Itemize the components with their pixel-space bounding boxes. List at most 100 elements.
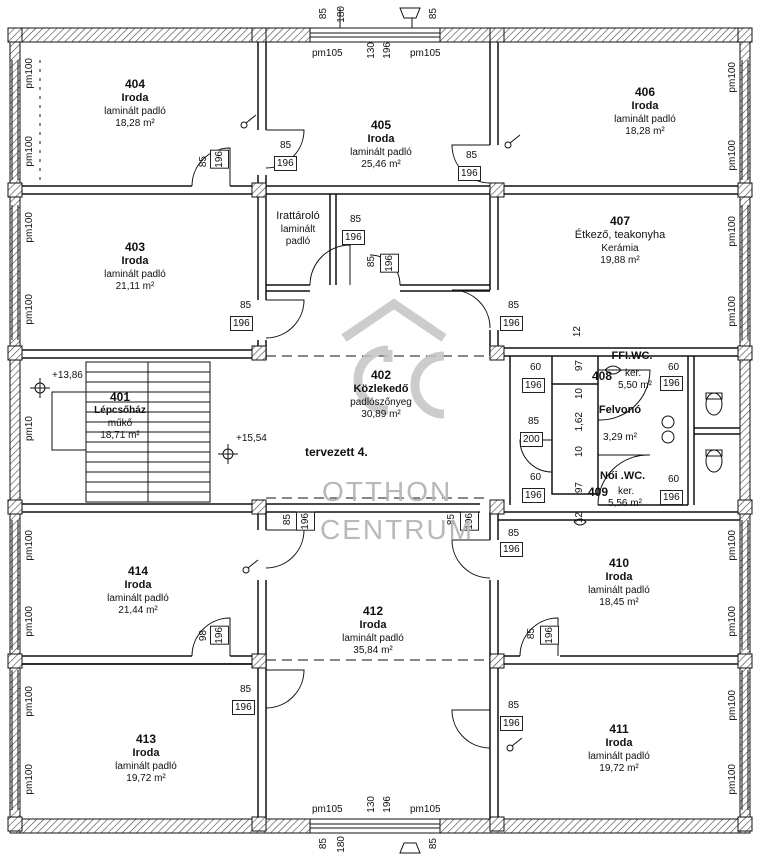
room-404: 404 Iroda laminált padló 18,28 m² bbox=[104, 77, 166, 131]
room-403: 403 Iroda laminált padló 21,11 m² bbox=[104, 240, 166, 294]
level-label: +13,86 bbox=[52, 370, 83, 381]
room-407: 407 Étkező, teakonyha Kerámia 19,88 m² bbox=[575, 214, 666, 268]
dim-label: 12 bbox=[574, 512, 585, 524]
dim-label: 196 bbox=[500, 542, 523, 557]
room-area: 19,72 m² bbox=[126, 773, 166, 785]
dim-label: pm100 bbox=[24, 530, 35, 561]
room-number: 402 bbox=[370, 368, 392, 382]
room-401: 401 Lépcsőház műkő 18,71 m² bbox=[94, 390, 146, 443]
room-floor: laminált padló bbox=[342, 632, 404, 644]
room-number: 403 bbox=[124, 240, 146, 254]
room-number: 411 bbox=[609, 722, 629, 736]
dim-label: pm10 bbox=[24, 416, 35, 442]
dim-label: pm100 bbox=[24, 136, 35, 167]
dim-label: 85 bbox=[428, 8, 439, 20]
dim-label: 196 bbox=[500, 716, 523, 731]
dim-label: 60 bbox=[530, 362, 542, 373]
room-floor: laminált padló bbox=[115, 760, 177, 772]
room-number: 413 bbox=[135, 732, 157, 746]
dim-label: 196 bbox=[382, 796, 393, 813]
room-name: Iroda bbox=[359, 619, 387, 631]
dim-label: 196 bbox=[458, 166, 481, 181]
room-409-floor: ker. bbox=[618, 486, 635, 497]
room-area: 19,88 m² bbox=[600, 255, 640, 267]
watermark-line-1: OTTHON bbox=[322, 476, 453, 507]
staircase bbox=[51, 361, 211, 503]
dim-label: 85 bbox=[240, 300, 252, 311]
room-name: Iroda bbox=[631, 100, 659, 112]
dim-label: 196 bbox=[500, 316, 523, 331]
dim-label: 196 bbox=[230, 316, 253, 331]
dim-label: 130 bbox=[366, 796, 377, 813]
dim-label: 85 bbox=[508, 528, 520, 539]
level-label: +15,54 bbox=[236, 433, 267, 444]
dim-label: pm100 bbox=[727, 530, 738, 561]
room-name: Étkező, teakonyha bbox=[574, 229, 666, 241]
windows bbox=[309, 7, 441, 854]
room-floor: laminált padló bbox=[614, 113, 676, 125]
dim-label: pm100 bbox=[24, 294, 35, 325]
dim-label: 196 bbox=[660, 376, 683, 391]
dim-label: 60 bbox=[530, 472, 542, 483]
room-408-floor: ker. bbox=[625, 368, 642, 379]
room-name: Lépcsőház bbox=[94, 405, 146, 416]
dim-label: 85 bbox=[528, 416, 540, 427]
dim-label: 85 bbox=[526, 628, 537, 640]
dim-label: 98 bbox=[198, 630, 209, 642]
dim-label: 85 bbox=[350, 214, 362, 225]
room-area: 25,46 m² bbox=[361, 159, 401, 171]
dim-label: pm100 bbox=[727, 296, 738, 327]
dim-label: 60 bbox=[668, 362, 680, 373]
dim-label: 196 bbox=[232, 700, 255, 715]
room-409-area: 5,56 m² bbox=[608, 498, 642, 509]
room-area: 35,84 m² bbox=[353, 645, 393, 657]
room-area: 18,28 m² bbox=[115, 118, 155, 130]
room-name: Iroda bbox=[605, 571, 633, 583]
dim-label: 1,62 bbox=[574, 412, 585, 432]
handle-marks bbox=[240, 114, 523, 752]
room-410: 410 Iroda laminált padló 18,45 m² bbox=[588, 556, 650, 610]
dim-label: 85 bbox=[240, 684, 252, 695]
dim-label: 85 bbox=[508, 300, 520, 311]
dim-label: pm100 bbox=[727, 606, 738, 637]
room-412: 412 Iroda laminált padló 35,84 m² bbox=[342, 604, 404, 658]
dim-label: pm100 bbox=[24, 606, 35, 637]
dim-label: pm100 bbox=[24, 212, 35, 243]
room-413: 413 Iroda laminált padló 19,72 m² bbox=[115, 732, 177, 786]
dim-label: pm105 bbox=[312, 804, 343, 815]
dim-label: pm100 bbox=[727, 690, 738, 721]
dim-label: 85 bbox=[318, 8, 329, 20]
room-name: Iroda bbox=[367, 133, 395, 145]
room-floor: laminált padló bbox=[280, 223, 316, 248]
room-406: 406 Iroda laminált padló 18,28 m² bbox=[614, 85, 676, 139]
room-area: 19,72 m² bbox=[599, 763, 639, 775]
dim-label: 196 bbox=[210, 150, 229, 169]
dim-label: pm100 bbox=[24, 58, 35, 89]
dim-label: pm105 bbox=[410, 804, 441, 815]
dim-label: 196 bbox=[274, 156, 297, 171]
level-markers bbox=[30, 378, 238, 464]
room-area: 18,45 m² bbox=[599, 597, 639, 609]
room-name: Iroda bbox=[121, 92, 149, 104]
room-floor: laminált padló bbox=[104, 268, 166, 280]
room-name: Iroda bbox=[121, 255, 149, 267]
room-floor: laminált padló bbox=[104, 105, 166, 117]
dim-label: pm100 bbox=[727, 216, 738, 247]
room-number: 406 bbox=[634, 85, 656, 99]
dim-label: 97 bbox=[574, 482, 585, 494]
dim-label: pm100 bbox=[727, 764, 738, 795]
dim-label: pm100 bbox=[727, 62, 738, 93]
dim-label: 97 bbox=[574, 360, 585, 372]
dim-label: 85 bbox=[466, 150, 478, 161]
room-floor: laminált padló bbox=[588, 584, 650, 596]
dim-label: 85 bbox=[318, 838, 329, 850]
dim-label: 85 bbox=[280, 140, 292, 151]
room-floor: Kerámia bbox=[601, 242, 639, 254]
dim-label: pm100 bbox=[727, 140, 738, 171]
dim-label: 196 bbox=[382, 42, 393, 59]
dim-label: 10 bbox=[574, 388, 585, 400]
dim-label: 196 bbox=[660, 490, 683, 505]
room-409-name: Női .WC. bbox=[600, 470, 646, 482]
room-405: 405 Iroda laminált padló 25,46 m² bbox=[350, 118, 412, 172]
